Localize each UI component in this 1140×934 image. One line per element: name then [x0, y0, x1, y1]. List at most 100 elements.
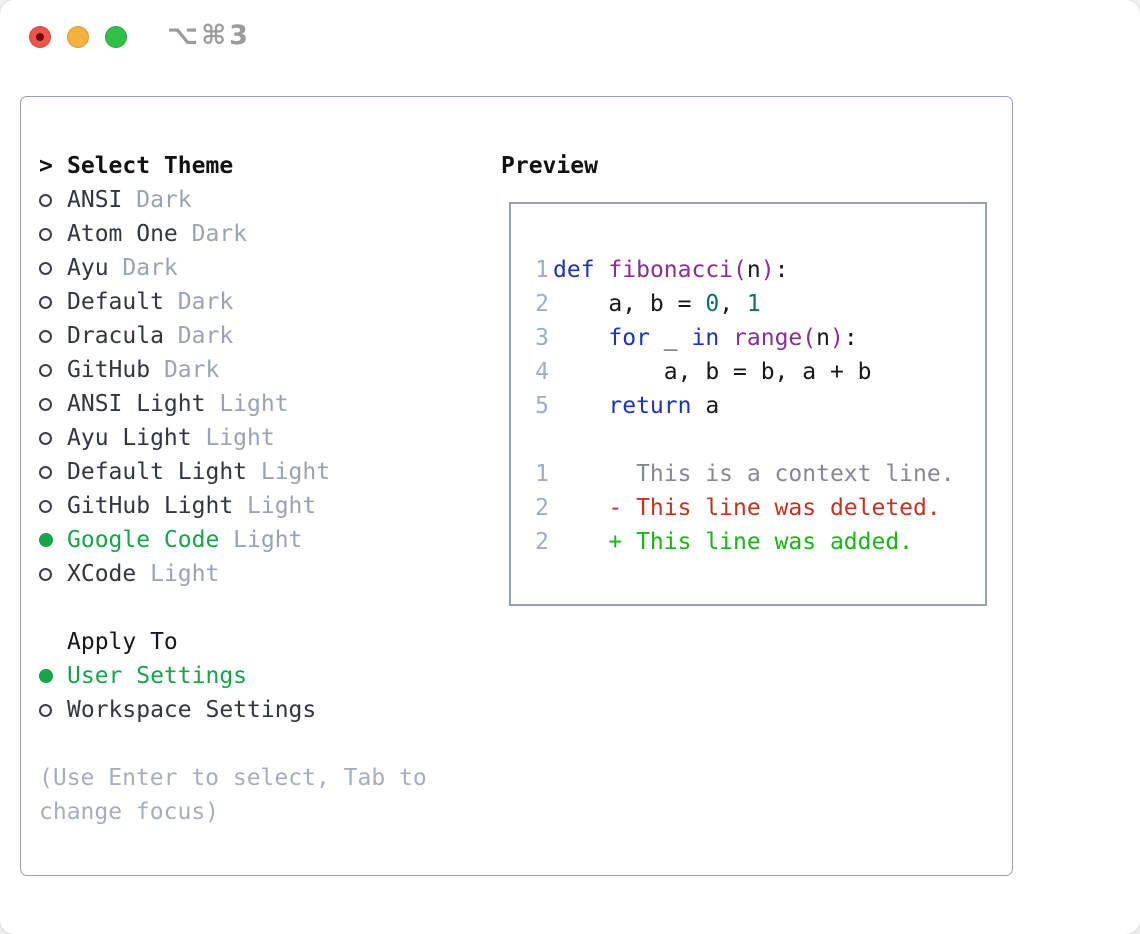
apply-option-workspace-settings[interactable]: Workspace Settings	[39, 693, 479, 727]
minimize-button-icon[interactable]	[67, 26, 89, 48]
apply-to-header-row: Apply To	[39, 625, 479, 659]
blank-line	[533, 423, 985, 457]
radio-icon	[39, 193, 52, 207]
theme-list-item[interactable]: Ayu Light Light	[39, 421, 479, 455]
radio-selected-icon	[39, 533, 53, 547]
line-number: 5	[535, 393, 549, 419]
preview-line: 2 + This line was added.	[533, 525, 985, 559]
theme-list-item[interactable]: GitHub Light Light	[39, 489, 479, 523]
theme-mode-tag: Light	[247, 493, 317, 519]
theme-name: Google Code	[67, 527, 220, 553]
theme-mode-tag: Light	[205, 425, 275, 451]
preview-line: 4 a, b = b, a + b	[533, 355, 985, 389]
radio-gutter	[39, 363, 67, 377]
radio-gutter	[39, 533, 67, 547]
theme-list-header-row: > Select Theme	[39, 149, 479, 183]
radio-gutter	[39, 227, 67, 241]
line-number: 4	[535, 359, 549, 385]
radio-icon	[39, 703, 52, 717]
radio-icon	[39, 227, 52, 241]
theme-list-item[interactable]: ANSI Dark	[39, 183, 479, 217]
code-text: a, b = b, a + b	[553, 359, 872, 385]
spacer	[39, 727, 479, 761]
radio-gutter	[39, 703, 67, 717]
radio-icon	[39, 499, 52, 513]
preview-line: 3 for _ in range(n):	[533, 321, 985, 355]
zoom-button-icon[interactable]	[105, 26, 127, 48]
radio-icon	[39, 567, 52, 581]
theme-mode-tag: Light	[233, 527, 303, 553]
radio-icon	[39, 397, 52, 411]
theme-mode-tag: Dark	[163, 357, 220, 383]
theme-name: Ayu	[67, 255, 109, 281]
line-number: 3	[535, 325, 549, 351]
theme-list-item[interactable]: Default Light Light	[39, 455, 479, 489]
radio-gutter	[39, 499, 67, 513]
theme-name: ANSI	[67, 187, 123, 213]
radio-gutter	[39, 431, 67, 445]
apply-option-label: User Settings	[67, 663, 248, 689]
focus-prompt-gutter: >	[39, 153, 67, 179]
theme-list-header: Select Theme	[67, 153, 234, 179]
preview-line: 2 a, b = 0, 1	[533, 287, 985, 321]
help-text: (Use Enter to select, Tab to change focu…	[39, 765, 427, 825]
line-number: 1	[535, 461, 549, 487]
preview-line: 2 - This line was deleted.	[533, 491, 985, 525]
title-bar: ⌥⌘3	[0, 0, 1140, 74]
theme-mode-tag: Dark	[177, 289, 234, 315]
theme-name: GitHub	[67, 357, 151, 383]
radio-gutter	[39, 397, 67, 411]
radio-icon	[39, 261, 52, 275]
theme-mode-tag: Light	[260, 459, 331, 485]
diff-add-text: + This line was added.	[553, 529, 914, 555]
radio-selected-icon	[39, 669, 53, 683]
theme-mode-tag: Dark	[177, 323, 234, 349]
preview-title: Preview	[501, 153, 598, 179]
theme-mode-tag: Dark	[136, 187, 192, 213]
theme-name: XCode	[67, 561, 137, 587]
apply-option-user-settings[interactable]: User Settings	[39, 659, 479, 693]
line-number: 2	[535, 529, 549, 555]
code-text: for _ in range(n):	[608, 325, 858, 351]
radio-icon	[39, 465, 52, 479]
radio-gutter	[39, 295, 67, 309]
diff-del-text: - This line was deleted.	[553, 495, 941, 521]
radio-icon	[39, 431, 52, 445]
radio-icon	[39, 363, 52, 377]
line-number: 2	[535, 291, 549, 317]
theme-list-item[interactable]: GitHub Dark	[39, 353, 479, 387]
line-number: 1	[535, 257, 549, 283]
theme-name: Atom One	[67, 221, 178, 247]
focus-prompt-icon: >	[39, 153, 53, 179]
radio-gutter	[39, 261, 67, 275]
radio-gutter	[39, 669, 67, 683]
code-text: def fibonacci(n):	[553, 257, 789, 283]
radio-icon	[39, 329, 52, 343]
theme-list-item[interactable]: Dracula Dark	[39, 319, 479, 353]
apply-option-label: Workspace Settings	[67, 697, 317, 723]
apply-to-header: Apply To	[67, 629, 178, 655]
code-text: return a	[608, 393, 720, 419]
theme-mode-tag: Dark	[122, 255, 178, 281]
theme-name: Dracula	[67, 323, 164, 349]
radio-gutter	[39, 567, 67, 581]
theme-name: Ayu Light	[67, 425, 192, 451]
theme-name: GitHub Light	[67, 493, 234, 519]
theme-list-item[interactable]: Google Code Light	[39, 523, 479, 557]
theme-list-item[interactable]: Ayu Dark	[39, 251, 479, 285]
close-button-icon[interactable]	[29, 26, 51, 48]
radio-gutter	[39, 329, 67, 343]
radio-gutter	[39, 193, 67, 207]
theme-name: Default Light	[67, 459, 248, 485]
diff-ctx-text: This is a context line.	[553, 461, 955, 487]
